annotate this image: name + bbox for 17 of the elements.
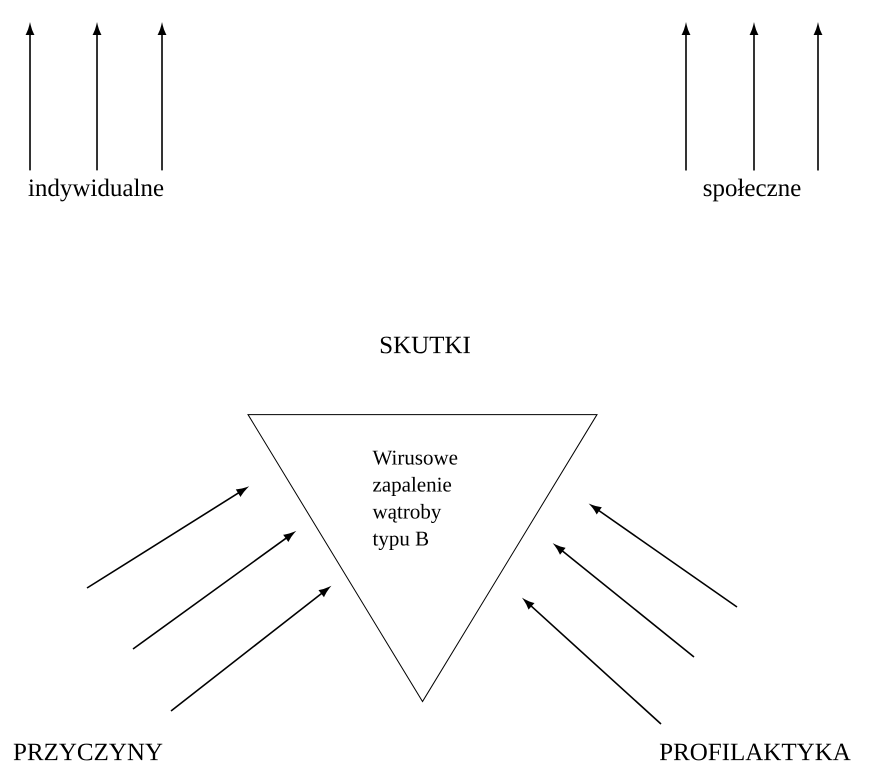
arrow	[158, 24, 166, 170]
text-label: PROFILAKTYKA	[660, 744, 851, 760]
arrow	[86, 487, 247, 589]
arrow	[590, 504, 738, 608]
arrow	[26, 24, 34, 170]
text-label: indywidualne	[28, 178, 164, 202]
text-label: PRZYCZYNY	[14, 744, 162, 760]
text-label: SKUTKI	[380, 336, 470, 354]
arrow	[93, 24, 101, 170]
text-label: społeczne	[704, 178, 800, 202]
arrow	[750, 24, 758, 170]
arrow	[814, 24, 822, 170]
arrow	[170, 587, 330, 712]
arrow	[554, 544, 694, 658]
arrow	[132, 532, 294, 650]
arrow	[524, 599, 662, 725]
arrow	[682, 24, 690, 170]
